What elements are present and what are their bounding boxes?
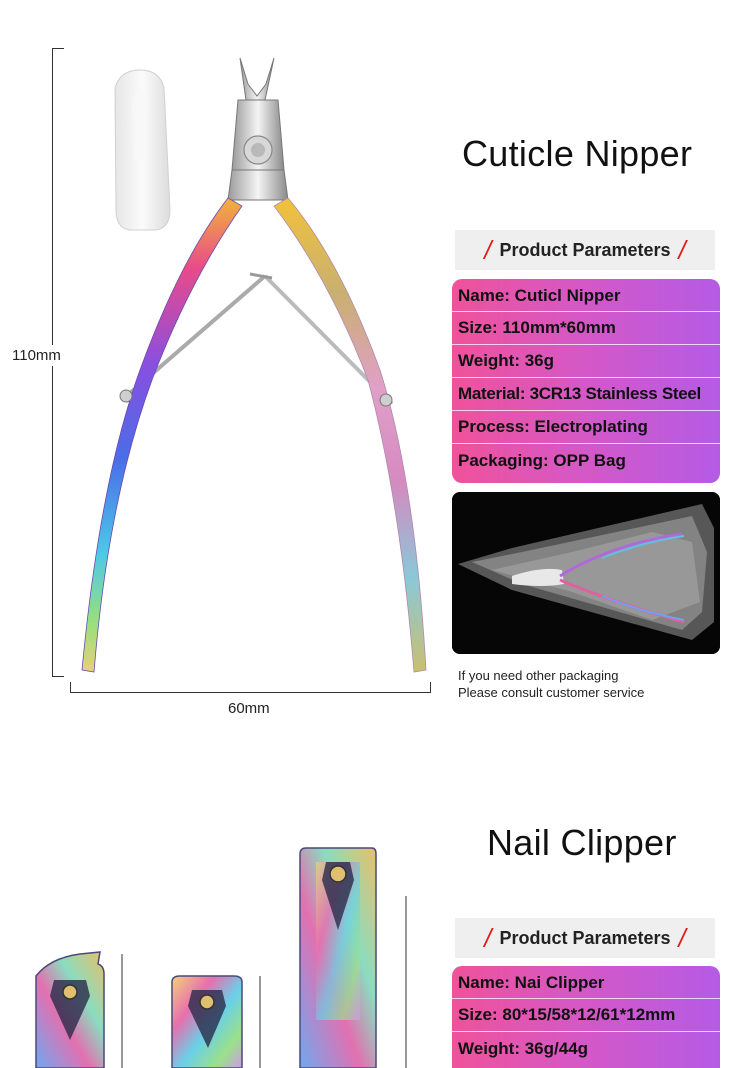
nail-clipper-section: Nail Clipper / Product Parameters / Name… xyxy=(0,760,750,1068)
nail-clipper-illustration xyxy=(35,847,407,1068)
slash-decoration-icon: / xyxy=(484,234,492,265)
product-parameters-header: / Product Parameters / xyxy=(455,230,715,270)
param-row-name: Name: Cuticl Nipper xyxy=(452,279,720,312)
cuticle-nipper-illustration xyxy=(81,57,427,673)
opp-bag-image xyxy=(452,492,720,654)
slash-decoration-icon: / xyxy=(678,234,686,265)
page-title: Cuticle Nipper xyxy=(462,133,693,174)
param-row-process: Process: Electroplating xyxy=(452,411,720,444)
slash-decoration-icon: / xyxy=(678,922,686,953)
param-row-material: Material: 3CR13 Stainless Steel xyxy=(452,378,720,411)
height-dimension-tick-bottom xyxy=(52,676,64,677)
param-row-size: Size: 110mm*60mm xyxy=(452,312,720,345)
param-row-packaging: Packaging: OPP Bag xyxy=(458,450,626,470)
width-dimension-line xyxy=(70,692,430,693)
slash-decoration-icon: / xyxy=(484,922,492,953)
width-dimension-label: 60mm xyxy=(228,700,270,717)
height-dimension-tick-top xyxy=(52,48,64,49)
packaging-note-line1: If you need other packaging xyxy=(458,668,619,683)
param-row-weight-2: Weight: 36g/44g xyxy=(458,1038,589,1058)
width-dimension-tick-left xyxy=(70,682,71,693)
parameters-card-2: Name: Nai Clipper Size: 80*15/58*12/61*1… xyxy=(452,966,720,1068)
width-dimension-tick-right xyxy=(430,682,431,693)
product-parameters-title-2: Product Parameters xyxy=(499,927,671,948)
product-parameters-header-2: / Product Parameters / xyxy=(455,918,715,958)
packaging-note: If you need other packaging Please consu… xyxy=(458,667,644,701)
nail-clipper-title: Nail Clipper xyxy=(487,822,677,863)
product-parameters-title: Product Parameters xyxy=(499,239,671,260)
packaging-note-line2: Please consult customer service xyxy=(458,685,645,700)
param-row-weight: Weight: 36g xyxy=(452,345,720,378)
parameters-card: Name: Cuticl Nipper Size: 110mm*60mm Wei… xyxy=(452,279,720,483)
param-row-size-2: Size: 80*15/58*12/61*12mm xyxy=(452,999,720,1032)
cuticle-nipper-section: 110mm 60mm xyxy=(12,48,720,717)
height-dimension-label: 110mm xyxy=(12,345,61,366)
packaging-photo xyxy=(452,492,720,654)
param-row-name-2: Name: Nai Clipper xyxy=(452,966,720,999)
